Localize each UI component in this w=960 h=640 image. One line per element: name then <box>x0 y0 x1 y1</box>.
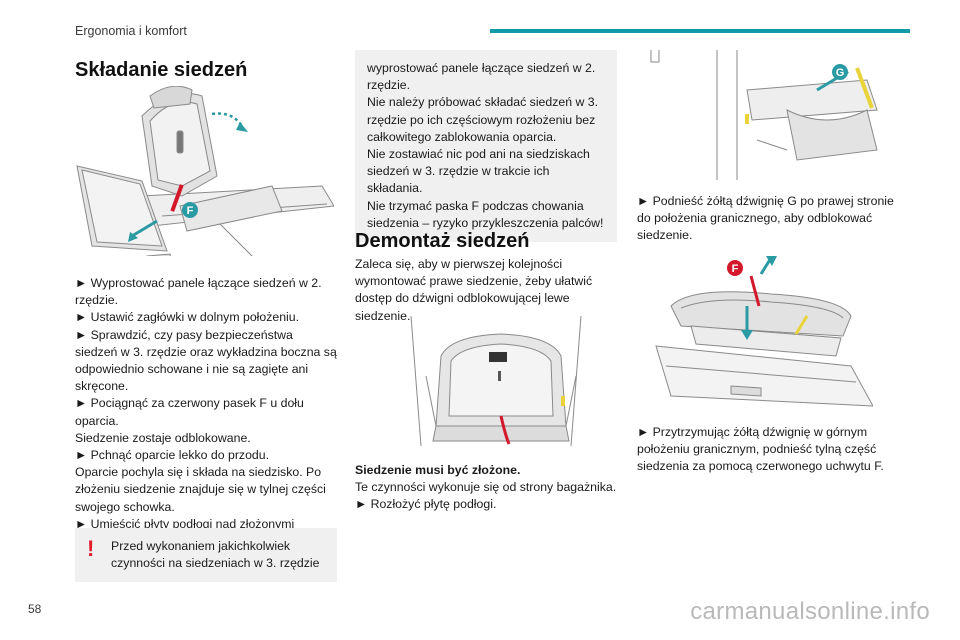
instruction-line-2: ► Ustawić zagłówki w dolnym położeniu. <box>75 310 300 325</box>
warning-line-2: Nie należy próbować składać siedzeń w 3.… <box>367 95 599 144</box>
caption-line-1: Te czynności wykonuje się od strony baga… <box>355 480 617 495</box>
page-number: 58 <box>28 602 42 616</box>
removal-intro: Zaleca się, aby w pierwszej kolejności w… <box>355 257 593 323</box>
warning-box-continued: wyprostować panele łączące siedzeń w 2. … <box>355 50 617 243</box>
seat-lift-illustration: F <box>655 256 873 407</box>
warning-line-3: Nie zostawiać nic pod ani na siedziskach… <box>367 147 590 196</box>
figure-label-g: G <box>836 67 845 79</box>
yellow-lever-illustration: G <box>650 50 878 180</box>
instruction-line-3: ► Sprawdzić, czy pasy bezpieczeństwa sie… <box>75 327 337 394</box>
figure-label-f: F <box>187 205 194 217</box>
running-header: Ergonomia i komfort <box>75 24 187 38</box>
instruction-line-6: ► Pchnąć oparcie lekko do przodu. <box>75 448 270 463</box>
instruction-line-5: Siedzenie zostaje odblokowane. <box>75 430 251 445</box>
warning-text: Przed wykonaniem jakichkolwiek czynności… <box>111 539 320 571</box>
step-lift-seat: ► Przytrzymując żółtą dźwignię w górnym … <box>637 425 884 474</box>
header-accent-bar <box>490 29 910 33</box>
warning-line-1: wyprostować panele łączące siedzeń w 2. … <box>367 61 596 93</box>
warning-box: ! Przed wykonaniem jakichkolwiek czynnoś… <box>75 528 337 583</box>
section-title-folding: Składanie siedzeń <box>75 59 248 81</box>
warning-line-4: Nie trzymać paska F podczas chowania sie… <box>367 198 604 230</box>
section-title-removal: Demontaż siedzeń <box>355 230 530 252</box>
instruction-line-7: Oparcie pochyla się i składa na siedzisk… <box>75 465 326 514</box>
figure-label-f2: F <box>732 263 739 275</box>
caption-line-2: ► Rozłożyć płytę podłogi. <box>355 497 497 512</box>
folded-seat-illustration <box>410 316 582 447</box>
caption-bold: Siedzenie musi być złożone. <box>355 463 521 477</box>
column-left: Składanie siedzeń F ► Wyprostować panele… <box>75 50 337 583</box>
instruction-line-1: ► Wyprostować panele łączące siedzeń w 2… <box>75 276 322 308</box>
seat-folding-illustration: F <box>76 86 334 256</box>
watermark-text: carmanualsonline.info <box>690 598 930 625</box>
warning-icon: ! <box>87 536 95 561</box>
instruction-line-4: ► Pociągnąć za czerwony pasek F u dołu o… <box>75 396 304 428</box>
step-lift-lever: ► Podnieść żółtą dźwignię G po prawej st… <box>637 194 894 243</box>
